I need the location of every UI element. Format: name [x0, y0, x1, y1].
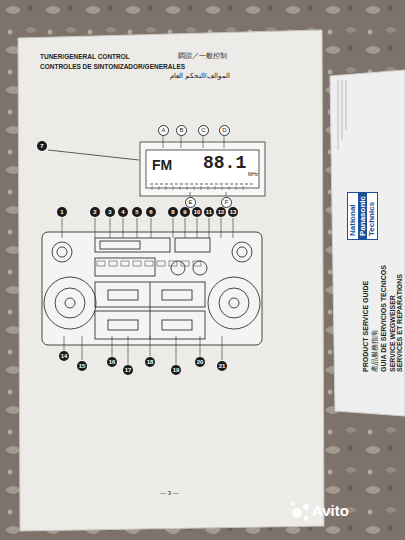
callout-number: 15: [77, 361, 87, 371]
label: الموالف/التحكم العام: [170, 72, 230, 79]
button: [157, 261, 165, 266]
level-tick: [215, 186, 216, 190]
button: [133, 261, 141, 266]
button: [181, 261, 189, 266]
brand-name: Technics: [367, 193, 377, 239]
button: [193, 261, 201, 266]
leader-line: [209, 218, 210, 238]
callout-number: 12: [216, 207, 226, 217]
level-tick: [152, 186, 153, 190]
brand-name: Panasonic: [358, 193, 368, 239]
callout-number: 11: [204, 207, 214, 217]
callout-number: 10: [192, 207, 202, 217]
leader-line: [112, 336, 113, 356]
leader-line: [110, 218, 111, 238]
callout-number: 4: [118, 207, 128, 217]
leader-line: [221, 218, 222, 238]
leader-line: [181, 136, 182, 148]
leader-line: [64, 336, 65, 350]
leader-line: [123, 218, 124, 238]
leader-line: [185, 218, 186, 238]
level-tick: [194, 186, 195, 190]
callout-number: 3: [105, 207, 115, 217]
card-text: GUIA DE SERVICIOS TECNICOS: [380, 265, 388, 372]
callout-number: 5: [132, 207, 142, 217]
level-tick: [180, 186, 181, 190]
leader-line: [82, 336, 83, 360]
label: Avito: [312, 503, 349, 520]
leader-line: [150, 336, 151, 356]
leader-line: [151, 218, 152, 238]
leader-line: [222, 336, 223, 360]
callout-number: 13: [228, 207, 238, 217]
label: 調諧／一般控制: [178, 52, 227, 60]
label: CONTROLES DE SINTONIZADOR/GENERALES: [40, 63, 185, 70]
button: [109, 261, 117, 266]
label: 88.1: [203, 154, 246, 174]
leader-line: [200, 336, 201, 356]
label: — 3 —: [160, 490, 179, 497]
leader-line: [176, 336, 177, 364]
level-tick: [229, 186, 230, 190]
leader-line: [224, 136, 225, 148]
callout-number: 1: [57, 207, 67, 217]
button: [121, 261, 129, 266]
label: TUNER/GENERAL CONTROL: [40, 53, 130, 60]
level-tick: [222, 186, 223, 190]
leader-line: [233, 218, 234, 238]
card-text: SERVICE WEGWEISER: [389, 295, 397, 372]
callout-number: 14: [59, 351, 69, 361]
leader-line: [173, 218, 174, 238]
callout-letter: E: [185, 197, 196, 208]
callout-number: 16: [107, 357, 117, 367]
level-tick: [166, 186, 167, 190]
leader-line: [95, 218, 96, 238]
level-tick: [159, 186, 160, 190]
brand-name: National: [348, 193, 358, 239]
card-text: PRODUCT SERVICE GUIDE: [362, 281, 370, 372]
card-text: SERVICES ET REPARATIONS: [396, 274, 404, 372]
level-tick: [173, 186, 174, 190]
callout-number: 7: [37, 141, 47, 151]
callout-number: 2: [90, 207, 100, 217]
brand-logo: NationalPanasonicTechnics: [347, 192, 378, 240]
callout-number: 19: [171, 365, 181, 375]
button: [145, 261, 153, 266]
level-tick: [187, 186, 188, 190]
callout-letter: D: [219, 125, 230, 136]
button: [97, 261, 105, 266]
leader-line: [226, 192, 227, 196]
callout-letter: B: [176, 125, 187, 136]
card-text: 產品服務指南: [371, 330, 379, 372]
callout-number: 8: [168, 207, 178, 217]
callout-letter: A: [158, 125, 169, 136]
label: FM: [152, 158, 172, 173]
button: [169, 261, 177, 266]
callout-number: 21: [217, 361, 227, 371]
leader-line: [190, 192, 191, 196]
leader-line: [128, 336, 129, 364]
leader-line: [163, 136, 164, 148]
leader-line: [62, 218, 63, 238]
callout-letter: F: [221, 197, 232, 208]
callout-number: 6: [146, 207, 156, 217]
level-tick: [236, 186, 237, 190]
leader-line: [137, 218, 138, 238]
leader-line: [203, 136, 204, 148]
callout-letter: C: [198, 125, 209, 136]
callout-number: 20: [195, 357, 205, 367]
callout-number: 17: [123, 365, 133, 375]
leader-line: [197, 218, 198, 238]
level-tick: [208, 186, 209, 190]
callout-number: 18: [145, 357, 155, 367]
callout-number: 9: [180, 207, 190, 217]
level-tick: [201, 186, 202, 190]
label: MHz: [248, 172, 258, 178]
level-tick: [243, 186, 244, 190]
